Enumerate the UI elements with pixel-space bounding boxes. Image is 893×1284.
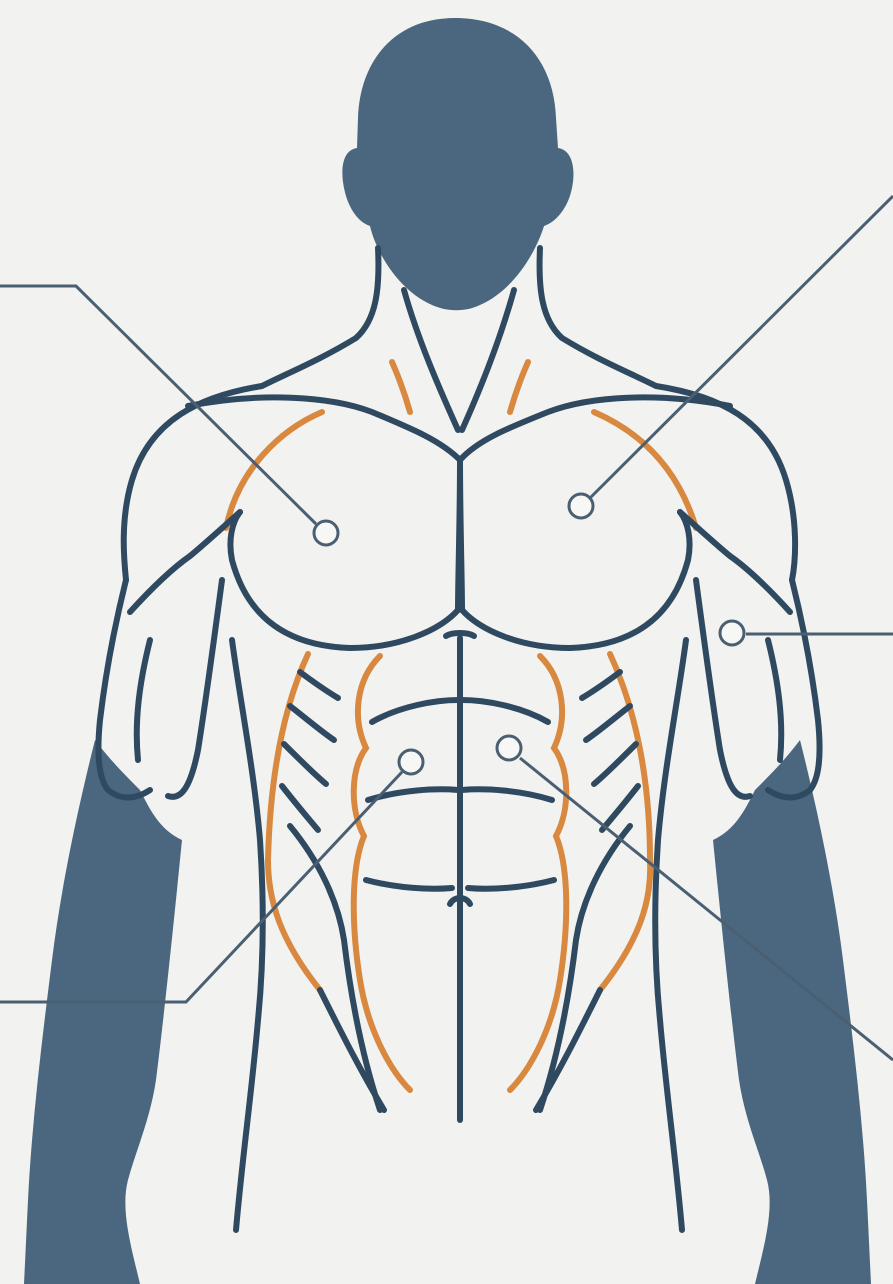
left-forearm bbox=[24, 740, 182, 1284]
right-torso-side bbox=[655, 640, 686, 1230]
left-serratus-4 bbox=[282, 786, 318, 830]
neck-sternocleido-right bbox=[462, 290, 514, 430]
right-pectoral bbox=[460, 460, 690, 648]
left-serratus-3 bbox=[284, 744, 326, 784]
marker-left-abdomen[interactable] bbox=[399, 750, 423, 774]
right-serratus-1 bbox=[582, 672, 620, 698]
left-clavicle bbox=[188, 397, 460, 460]
marker-right-arm[interactable] bbox=[720, 621, 744, 645]
right-forearm-group bbox=[713, 740, 871, 1284]
leader-right-abdomen bbox=[520, 758, 893, 1060]
right-serratus-3 bbox=[594, 744, 636, 784]
right-serratus-2 bbox=[586, 706, 630, 740]
right-arm-inner bbox=[696, 580, 750, 797]
marker-left-chest[interactable] bbox=[314, 521, 338, 545]
right-serratus-4 bbox=[602, 786, 638, 830]
left-deltoid-inner bbox=[130, 512, 240, 612]
leader-right-chest bbox=[590, 196, 893, 498]
left-serratus-2 bbox=[290, 706, 334, 740]
right-clavicle bbox=[460, 397, 730, 460]
body-outline bbox=[98, 248, 819, 1230]
neck-accent-right bbox=[510, 362, 528, 412]
left-bicep bbox=[137, 640, 150, 760]
neck-right bbox=[540, 248, 656, 386]
left-serratus-1 bbox=[300, 672, 338, 698]
right-rectus-accent bbox=[510, 656, 566, 1090]
callout-markers bbox=[314, 494, 744, 774]
marker-right-chest[interactable] bbox=[569, 494, 593, 518]
left-forearm-group bbox=[24, 740, 182, 1284]
neck-left bbox=[262, 248, 378, 386]
right-forearm bbox=[713, 740, 871, 1284]
left-pectoral bbox=[230, 460, 460, 648]
left-rectus-accent bbox=[354, 656, 410, 1090]
marker-right-abdomen[interactable] bbox=[497, 736, 521, 760]
left-arm-inner bbox=[168, 580, 222, 797]
leader-left-chest bbox=[0, 286, 316, 524]
neck-accent-left bbox=[392, 362, 410, 412]
right-bicep bbox=[768, 640, 781, 760]
